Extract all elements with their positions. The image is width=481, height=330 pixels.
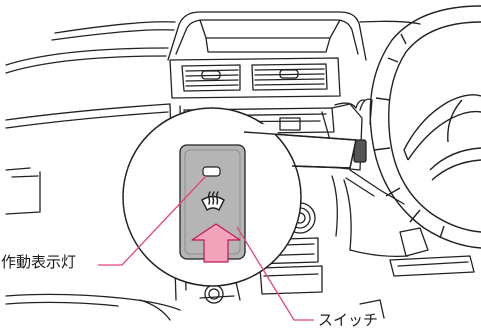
indicator-leader-line xyxy=(98,175,207,266)
magnified-callout xyxy=(122,107,357,287)
switch-label: スイッチ xyxy=(318,311,379,329)
switch-leader-line xyxy=(236,226,314,321)
indicator-lamp-label: 作動表示灯 xyxy=(1,253,77,271)
windshield-defogger-icon xyxy=(201,191,225,212)
leader-lines xyxy=(98,175,314,321)
center-vent-housing xyxy=(169,57,341,99)
indicator-lamp-icon xyxy=(202,166,221,177)
dashboard-line-art xyxy=(5,11,475,321)
steering-wheel xyxy=(369,5,481,249)
press-arrow-icon xyxy=(191,223,241,263)
